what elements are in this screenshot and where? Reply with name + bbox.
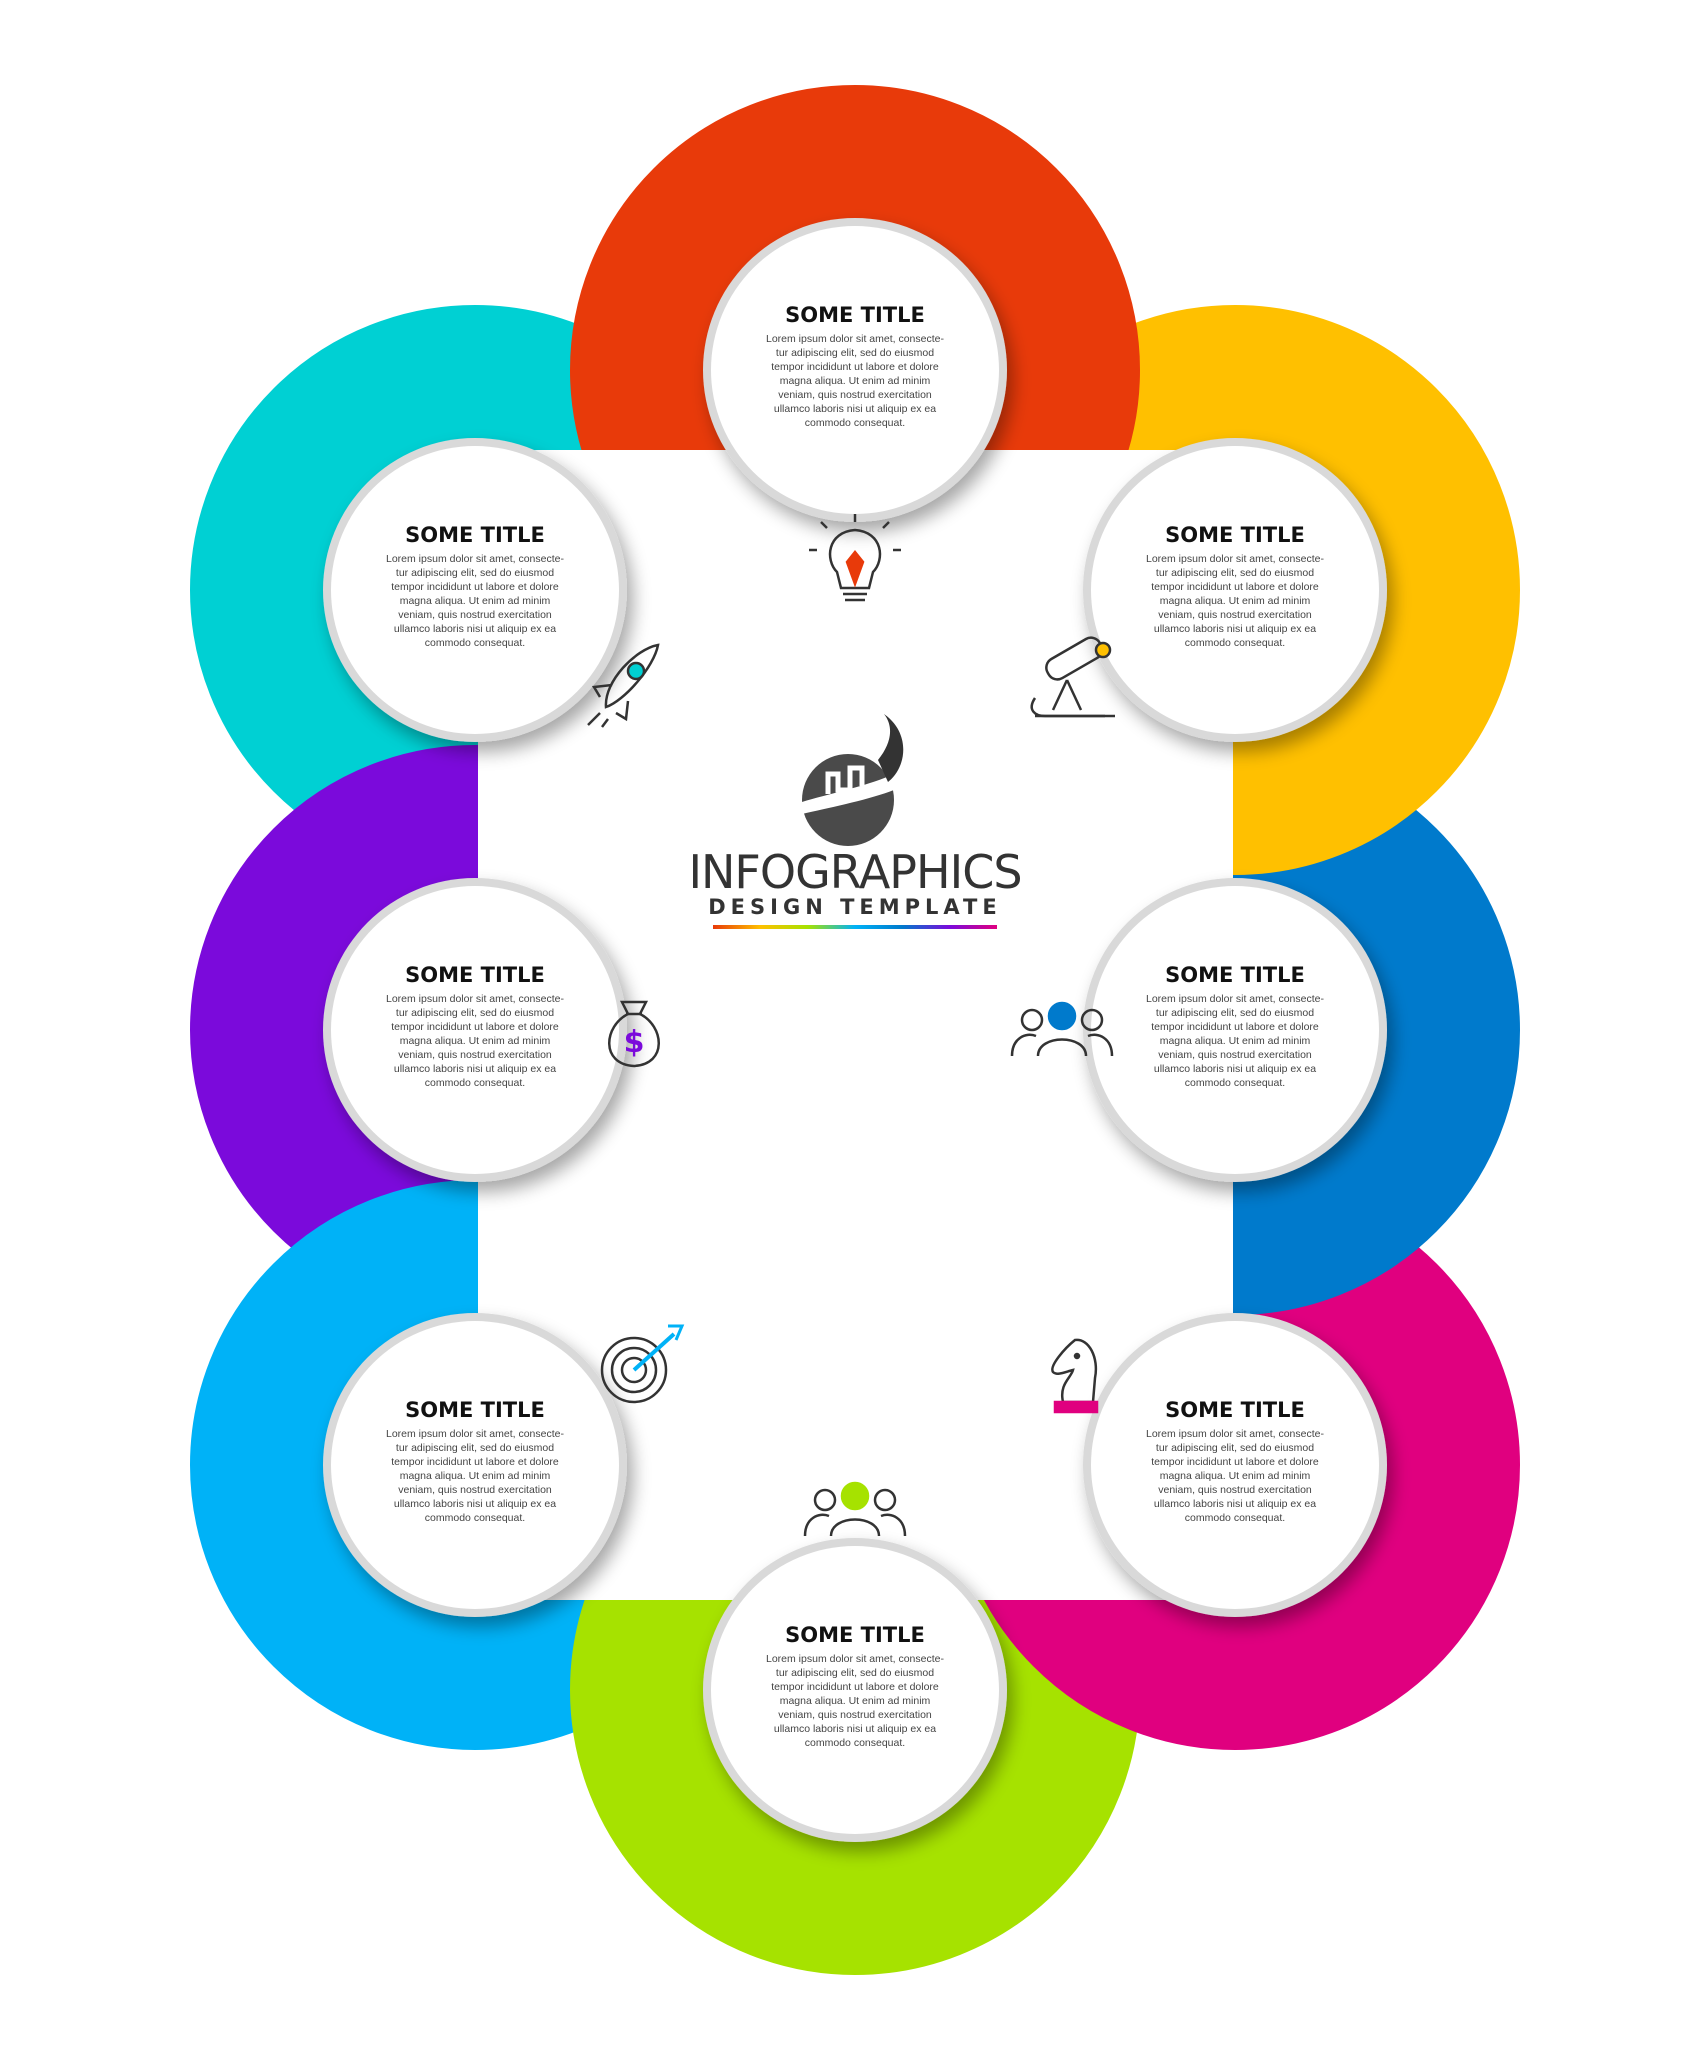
segment-body-line: ullamco laboris nisi ut aliquip ex ea xyxy=(394,623,556,635)
segment-card-6: SOME TITLE Lorem ipsum dolor sit amet, co… xyxy=(323,1313,627,1617)
segment-body-line: veniam, quis nostrud exercitation xyxy=(398,1484,552,1496)
segment-body-line: veniam, quis nostrud exercitation xyxy=(1158,609,1312,621)
chess-knight-icon xyxy=(1051,1338,1099,1414)
segment-body-line: ullamco laboris nisi ut aliquip ex ea xyxy=(394,1498,556,1510)
segment-body-line: tur adipiscing elit, sed do eiusmod xyxy=(396,1007,554,1019)
segment-disks: SOME TITLE Lorem ipsum dolor sit amet, co… xyxy=(323,218,1387,1842)
segment-body-line: tempor incididunt ut labore et dolore xyxy=(1151,1021,1319,1033)
segment-body-line: tur adipiscing elit, sed do eiusmod xyxy=(396,567,554,579)
team-icon xyxy=(1010,1001,1114,1057)
segment-body-line: ullamco laboris nisi ut aliquip ex ea xyxy=(1154,623,1316,635)
segment-title: SOME TITLE xyxy=(405,523,545,547)
telescope-icon xyxy=(1030,636,1115,718)
segment-body-line: ullamco laboris nisi ut aliquip ex ea xyxy=(1154,1498,1316,1510)
segment-body-line: ullamco laboris nisi ut aliquip ex ea xyxy=(1154,1063,1316,1075)
segment-body-line: veniam, quis nostrud exercitation xyxy=(1158,1049,1312,1061)
segment-body-line: Lorem ipsum dolor sit amet, consecte- xyxy=(1146,1428,1324,1440)
segment-body-line: commodo consequat. xyxy=(425,1077,525,1089)
rocket-icon xyxy=(587,643,660,728)
segment-body-line: tempor incididunt ut labore et dolore xyxy=(771,1681,939,1693)
segment-card-1: SOME TITLE Lorem ipsum dolor sit amet, co… xyxy=(703,218,1007,522)
segment-card-3: SOME TITLE Lorem ipsum dolor sit amet, co… xyxy=(1083,878,1387,1182)
lightbulb-icon xyxy=(809,514,901,602)
segment-body-line: commodo consequat. xyxy=(1185,637,1285,649)
segment-body-line: Lorem ipsum dolor sit amet, consecte- xyxy=(766,333,944,345)
segment-body-line: tempor incididunt ut labore et dolore xyxy=(771,361,939,373)
segment-body-line: veniam, quis nostrud exercitation xyxy=(398,1049,552,1061)
segment-body-line: Lorem ipsum dolor sit amet, consecte- xyxy=(766,1653,944,1665)
segment-body-line: commodo consequat. xyxy=(1185,1077,1285,1089)
team-icon xyxy=(803,1481,907,1537)
segment-body-line: commodo consequat. xyxy=(425,1512,525,1524)
segment-body-line: tur adipiscing elit, sed do eiusmod xyxy=(1156,1442,1314,1454)
segment-body-line: veniam, quis nostrud exercitation xyxy=(778,1709,932,1721)
segment-body-line: ullamco laboris nisi ut aliquip ex ea xyxy=(394,1063,556,1075)
segment-body-line: tempor incididunt ut labore et dolore xyxy=(391,581,559,593)
segment-body-line: ullamco laboris nisi ut aliquip ex ea xyxy=(774,1723,936,1735)
segment-card-5: SOME TITLE Lorem ipsum dolor sit amet, co… xyxy=(703,1538,1007,1842)
segment-body-line: Lorem ipsum dolor sit amet, consecte- xyxy=(1146,553,1324,565)
segment-body-line: tur adipiscing elit, sed do eiusmod xyxy=(776,1667,934,1679)
segment-body-line: commodo consequat. xyxy=(1185,1512,1285,1524)
segment-title: SOME TITLE xyxy=(785,1623,925,1647)
segment-body-line: veniam, quis nostrud exercitation xyxy=(778,389,932,401)
segment-body-line: tur adipiscing elit, sed do eiusmod xyxy=(1156,1007,1314,1019)
segment-body-line: commodo consequat. xyxy=(805,417,905,429)
segment-body-line: magna aliqua. Ut enim ad minim xyxy=(1160,1470,1311,1482)
segment-body-line: Lorem ipsum dolor sit amet, consecte- xyxy=(386,1428,564,1440)
segment-body-line: magna aliqua. Ut enim ad minim xyxy=(400,1470,551,1482)
segment-title: SOME TITLE xyxy=(405,963,545,987)
segment-body-line: tempor incididunt ut labore et dolore xyxy=(391,1456,559,1468)
segment-body-line: veniam, quis nostrud exercitation xyxy=(1158,1484,1312,1496)
segment-body-line: magna aliqua. Ut enim ad minim xyxy=(1160,595,1311,607)
center-title: INFOGRAPHICS xyxy=(688,845,1021,899)
segment-body-line: commodo consequat. xyxy=(805,1737,905,1749)
segment-card-8: SOME TITLE Lorem ipsum dolor sit amet, co… xyxy=(323,438,627,742)
target-icon xyxy=(600,1324,685,1404)
segment-body-line: veniam, quis nostrud exercitation xyxy=(398,609,552,621)
segment-title: SOME TITLE xyxy=(1165,1398,1305,1422)
segment-title: SOME TITLE xyxy=(405,1398,545,1422)
center-panel xyxy=(478,450,1233,1600)
segment-body-line: commodo consequat. xyxy=(425,637,525,649)
brand-logo-icon xyxy=(802,714,904,846)
segment-card-7: SOME TITLE Lorem ipsum dolor sit amet, co… xyxy=(323,878,627,1182)
segment-body-line: tur adipiscing elit, sed do eiusmod xyxy=(1156,567,1314,579)
segment-body-line: tempor incididunt ut labore et dolore xyxy=(391,1021,559,1033)
segment-title: SOME TITLE xyxy=(1165,963,1305,987)
segment-body-line: tur adipiscing elit, sed do eiusmod xyxy=(396,1442,554,1454)
segment-body-line: magna aliqua. Ut enim ad minim xyxy=(400,1035,551,1047)
center-logo: INFOGRAPHICS DESIGN TEMPLATE xyxy=(688,714,1023,929)
segment-card-4: SOME TITLE Lorem ipsum dolor sit amet, co… xyxy=(1083,1313,1387,1617)
svg-text:$: $ xyxy=(624,1025,645,1060)
segment-title: SOME TITLE xyxy=(785,303,925,327)
segment-body-line: tempor incididunt ut labore et dolore xyxy=(1151,1456,1319,1468)
center-subtitle: DESIGN TEMPLATE xyxy=(708,895,1001,919)
segment-title: SOME TITLE xyxy=(1165,523,1305,547)
segment-body-line: magna aliqua. Ut enim ad minim xyxy=(780,375,931,387)
segment-body-line: magna aliqua. Ut enim ad minim xyxy=(780,1695,931,1707)
segment-body-line: ullamco laboris nisi ut aliquip ex ea xyxy=(774,403,936,415)
segment-body-line: Lorem ipsum dolor sit amet, consecte- xyxy=(1146,993,1324,1005)
segment-body-line: tempor incididunt ut labore et dolore xyxy=(1151,581,1319,593)
icons-layer: $ xyxy=(587,514,1115,1537)
money-bag-icon: $ xyxy=(608,1000,660,1068)
segment-card-2: SOME TITLE Lorem ipsum dolor sit amet, co… xyxy=(1083,438,1387,742)
rainbow-underline xyxy=(713,925,997,929)
segment-body-line: magna aliqua. Ut enim ad minim xyxy=(400,595,551,607)
segment-body-line: Lorem ipsum dolor sit amet, consecte- xyxy=(386,553,564,565)
segment-body-line: Lorem ipsum dolor sit amet, consecte- xyxy=(386,993,564,1005)
segment-body-line: tur adipiscing elit, sed do eiusmod xyxy=(776,347,934,359)
segment-body-line: magna aliqua. Ut enim ad minim xyxy=(1160,1035,1311,1047)
